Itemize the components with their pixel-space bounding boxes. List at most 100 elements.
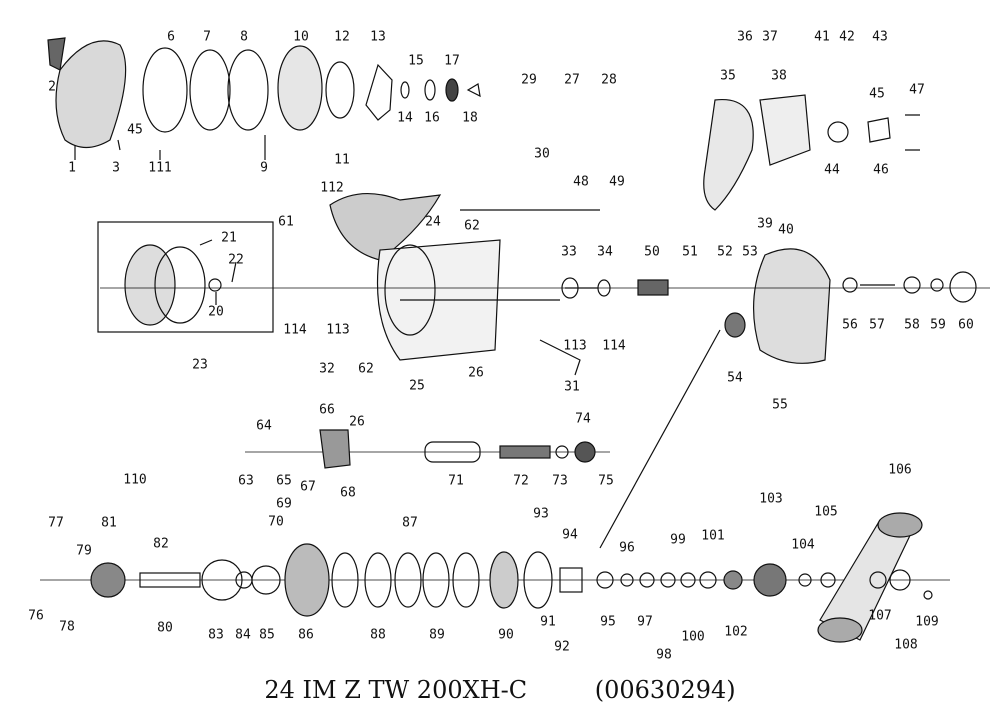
part-label-96: 96 (619, 540, 635, 556)
part-label-41: 41 (814, 29, 830, 45)
part-label-30: 30 (534, 146, 550, 162)
part-label-17: 17 (444, 53, 460, 69)
part-label-70: 70 (268, 514, 284, 530)
model-code: (00630294) (594, 676, 736, 704)
part-label-65: 65 (276, 473, 292, 489)
part-label-40: 40 (778, 222, 794, 238)
part-label-31: 31 (564, 379, 580, 395)
part-label-113: 113 (326, 322, 350, 338)
part-label-57: 57 (869, 317, 885, 333)
part-label-67: 67 (300, 479, 316, 495)
part-label-64: 64 (256, 418, 272, 434)
part-label-73: 73 (552, 473, 568, 489)
part-label-91: 91 (540, 614, 556, 630)
part-label-36: 36 (737, 29, 753, 45)
part-label-72: 72 (513, 473, 529, 489)
part-label-79: 79 (76, 543, 92, 559)
part-label-114b: 114 (602, 338, 626, 354)
part-label-102: 102 (724, 624, 748, 640)
part-label-45: 45 (127, 122, 143, 138)
part-label-68: 68 (340, 485, 356, 501)
part-label-21: 21 (221, 230, 237, 246)
part-label-108: 108 (894, 637, 918, 653)
model-name: 24 IM Z TW 200XH-C (264, 676, 528, 704)
part-label-39: 39 (757, 216, 773, 232)
part-label-3: 3 (112, 160, 120, 176)
part-label-56: 56 (842, 317, 858, 333)
part-label-99: 99 (670, 532, 686, 548)
part-label-112: 112 (320, 180, 344, 196)
part-label-27: 27 (564, 72, 580, 88)
part-label-20: 20 (208, 304, 224, 320)
part-label-44: 44 (824, 162, 840, 178)
part-label-24: 24 (425, 214, 441, 230)
part-label-8: 8 (240, 29, 248, 45)
part-label-51: 51 (682, 244, 698, 260)
part-label-107: 107 (868, 608, 892, 624)
part-label-71: 71 (448, 473, 464, 489)
part-label-77: 77 (48, 515, 64, 531)
part-label-9: 9 (260, 160, 268, 176)
part-label-13: 13 (370, 29, 386, 45)
part-label-38: 38 (771, 68, 787, 84)
part-label-58: 58 (904, 317, 920, 333)
part-label-110: 110 (123, 472, 147, 488)
part-label-18: 18 (462, 110, 478, 126)
part-label-105: 105 (814, 504, 838, 520)
part-label-53: 53 (742, 244, 758, 260)
part-label-6: 6 (167, 29, 175, 45)
part-label-35: 35 (720, 68, 736, 84)
part-label-82: 82 (153, 536, 169, 552)
part-label-106: 106 (888, 462, 912, 478)
part-label-59: 59 (930, 317, 946, 333)
part-label-55: 55 (772, 397, 788, 413)
part-label-2: 2 (48, 79, 56, 95)
part-label-88: 88 (370, 627, 386, 643)
part-label-14: 14 (397, 110, 413, 126)
part-label-60: 60 (958, 317, 974, 333)
part-label-111: 111 (148, 160, 172, 176)
part-label-32: 32 (319, 361, 335, 377)
part-label-92: 92 (554, 639, 570, 655)
part-label-29: 29 (521, 72, 537, 88)
part-label-37: 37 (762, 29, 778, 45)
part-label-50: 50 (644, 244, 660, 260)
part-label-69: 69 (276, 496, 292, 512)
part-label-23: 23 (192, 357, 208, 373)
part-label-113b: 113 (563, 338, 587, 354)
part-label-62b: 62 (358, 361, 374, 377)
part-label-114: 114 (283, 322, 307, 338)
part-label-10: 10 (293, 29, 309, 45)
part-label-26: 26 (468, 365, 484, 381)
part-label-34: 34 (597, 244, 613, 260)
part-label-66: 66 (319, 402, 335, 418)
part-label-33: 33 (561, 244, 577, 260)
part-label-80: 80 (157, 620, 173, 636)
part-label-42: 42 (839, 29, 855, 45)
part-label-45b: 45 (869, 86, 885, 102)
part-label-98: 98 (656, 647, 672, 663)
part-label-47: 47 (909, 82, 925, 98)
part-label-25: 25 (409, 378, 425, 394)
part-label-83: 83 (208, 627, 224, 643)
part-label-109: 109 (915, 614, 939, 630)
part-label-95: 95 (600, 614, 616, 630)
part-label-7: 7 (203, 29, 211, 45)
part-label-84: 84 (235, 627, 251, 643)
part-label-28: 28 (601, 72, 617, 88)
part-label-76: 76 (28, 608, 44, 624)
part-label-54: 54 (727, 370, 743, 386)
part-label-16: 16 (424, 110, 440, 126)
part-label-52: 52 (717, 244, 733, 260)
part-label-75: 75 (598, 473, 614, 489)
part-label-87: 87 (402, 515, 418, 531)
part-label-78: 78 (59, 619, 75, 635)
part-label-104: 104 (791, 537, 815, 553)
part-label-61: 61 (278, 214, 294, 230)
part-label-62: 62 (464, 218, 480, 234)
part-label-86: 86 (298, 627, 314, 643)
part-label-90: 90 (498, 627, 514, 643)
part-label-101: 101 (701, 528, 725, 544)
